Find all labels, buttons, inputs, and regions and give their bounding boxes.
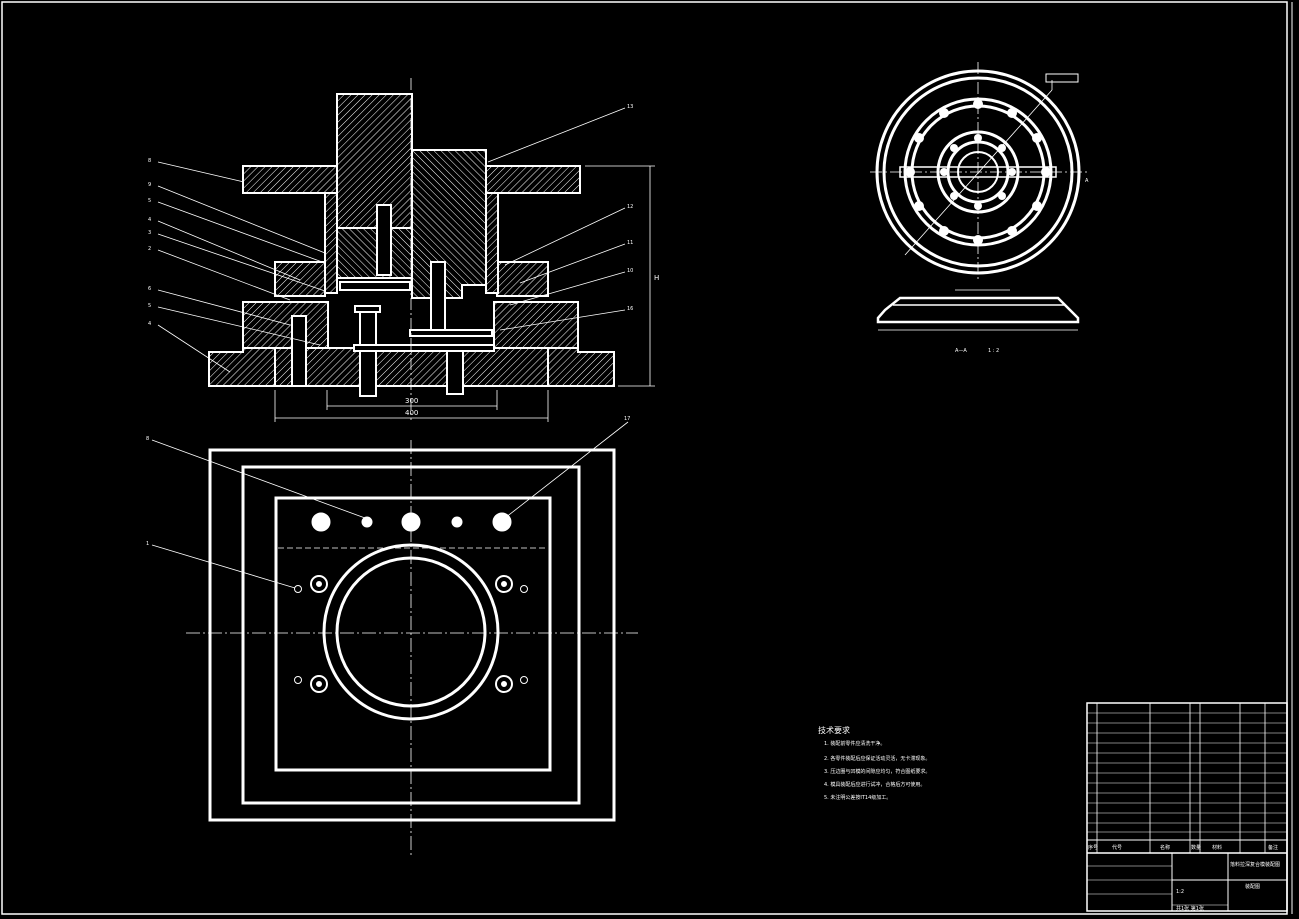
callout-plan-3: 1: [146, 541, 149, 547]
hdr-material: 材料: [1212, 844, 1222, 851]
right-punch: [411, 149, 487, 299]
upper-wall-left: [324, 192, 338, 294]
callout-section-4: 4: [148, 217, 151, 223]
punch-column: [336, 93, 413, 229]
tech-req-line-4: 4. 模具装配后应进行试冲，合格后方可使用。: [824, 781, 925, 788]
tech-req-line-3: 3. 压边圈与凹模的间隙应均匀，符合图纸要求。: [824, 768, 930, 775]
blank-strip: [339, 281, 411, 291]
part-profile: [876, 289, 1080, 331]
callout-section-5: 3: [148, 230, 151, 236]
hdr-qty: 数量: [1191, 844, 1201, 851]
lower-die-left: [242, 301, 329, 349]
dim-width-outer: 400: [405, 409, 418, 417]
base-center: [274, 347, 549, 387]
callout-section-10: 13: [627, 104, 633, 110]
hdr-name: 名称: [1160, 844, 1170, 851]
callout-section-12: 11: [627, 240, 633, 246]
tech-req-line-5: 5. 未注明公差按IT14级加工。: [824, 794, 891, 801]
tech-req-line-1: 1. 装配前零件应清洗干净。: [824, 740, 885, 747]
ejector-rod-left: [359, 311, 377, 397]
upper-flange: [242, 165, 338, 194]
drawing-sheet: 共1张 第1张: [1176, 905, 1204, 912]
middle-punch: [336, 227, 413, 279]
callout-section-11: 12: [627, 204, 633, 210]
thin-plate-2: [353, 344, 495, 352]
plan-outer: [208, 448, 616, 822]
section-callouts: 8 9 5 4 3 2 6 5 4 13 12 11 10 16: [148, 104, 633, 327]
callout-section-9: 4: [148, 321, 151, 327]
callout-section-8: 5: [148, 303, 151, 309]
drawing-title: 落料拉深复合模装配图: [1230, 861, 1280, 868]
callout-plan-1: 8: [146, 436, 149, 442]
drawing-scale: 1:2: [1176, 889, 1184, 895]
ejector-rod-right: [446, 347, 464, 395]
callout-plan-2: 17: [624, 416, 630, 422]
upper-wall-right: [485, 192, 499, 294]
callout-section-7: 6: [148, 286, 151, 292]
plan-inner: [274, 496, 552, 772]
tech-req-line-2: 2. 各零件装配后应保证活动灵活，无卡滞现象。: [824, 755, 930, 762]
detail-tag: A: [1085, 178, 1089, 184]
title-block-text: 序号 代号 名称 数量 材料 备注 落料拉深复合模装配图 装配图 1:2 共1张…: [1088, 844, 1280, 912]
section-leaders: [157, 107, 626, 373]
part-scale: 1 : 2: [988, 348, 999, 354]
section-internals: [291, 204, 495, 397]
hdr-seq: 序号: [1088, 844, 1098, 851]
callout-section-14: 16: [627, 306, 633, 312]
plan-leaders: [151, 421, 629, 589]
dim-height: H: [654, 274, 659, 282]
callout-section-13: 10: [627, 268, 633, 274]
lower-die-right: [493, 301, 579, 349]
drawing-number: 装配图: [1245, 883, 1260, 890]
part-detail: [870, 62, 1090, 282]
thin-plate: [409, 329, 493, 337]
callout-section-6: 2: [148, 246, 151, 252]
callout-section-1: 8: [148, 158, 151, 164]
section-dims: [274, 165, 655, 422]
callout-section-2: 9: [148, 182, 151, 188]
plan-holes: [294, 512, 528, 693]
dim-width-inner: 300: [405, 397, 418, 405]
hdr-remark: 备注: [1268, 844, 1278, 851]
ring-right: [496, 261, 549, 297]
upper-flange-right: [485, 165, 581, 194]
hdr-code: 代号: [1112, 844, 1122, 851]
bolt-middle: [430, 261, 446, 331]
bolt-upper: [376, 204, 392, 276]
plan-view: [186, 440, 638, 856]
section-view: [208, 93, 615, 387]
title-block: [1086, 702, 1288, 912]
ring-left: [274, 261, 326, 297]
callout-section-3: 5: [148, 198, 151, 204]
bolt-lower: [291, 315, 307, 387]
tech-req-title: 技术要求: [818, 725, 850, 735]
part-section-label: A—A: [955, 348, 967, 354]
part-holes: [905, 99, 1051, 245]
